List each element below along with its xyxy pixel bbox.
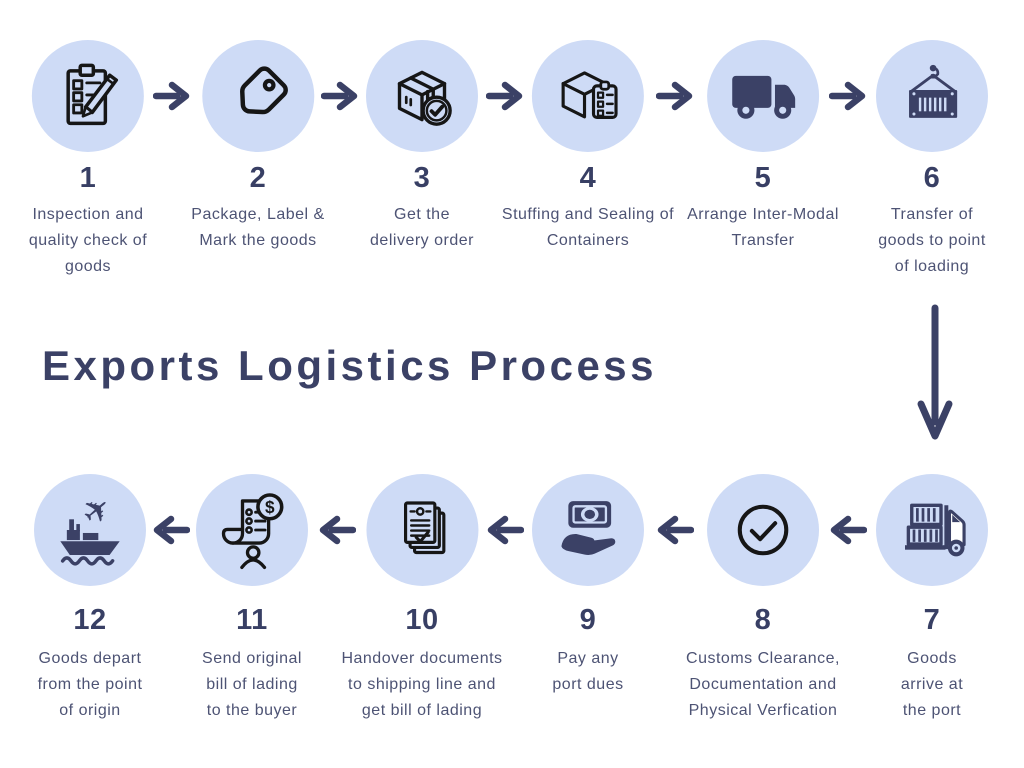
- bill-of-lading-icon: $: [221, 493, 284, 570]
- step-number: 9: [579, 604, 597, 636]
- svg-text:✈: ✈: [73, 492, 119, 534]
- step-12-circle: ✈: [34, 474, 146, 586]
- step-label: Goods depart from the point of origin: [37, 650, 143, 719]
- step-4-circle: [532, 40, 644, 152]
- step-number: 6: [923, 162, 941, 194]
- svg-text:$: $: [265, 497, 275, 517]
- step-label: Transfer of goods to point of loading: [878, 206, 986, 275]
- step-label: Stuffing and Sealing of Containers: [501, 206, 675, 249]
- step-label: Get the delivery order: [370, 206, 474, 249]
- check-circle-icon: [737, 504, 789, 556]
- step-number: 3: [413, 162, 431, 194]
- step-8: 8 Customs Clearance, Documentation and P…: [686, 474, 840, 724]
- step-1: 1 Inspection and quality check of goods: [29, 40, 147, 280]
- step-10-circle: [366, 474, 478, 586]
- step-label: Send original bill of lading to the buye…: [202, 650, 302, 719]
- step-2-circle: [201, 40, 314, 152]
- arrow-right-icon: [153, 81, 191, 111]
- step-6-circle: [876, 40, 988, 152]
- step-5-circle: [706, 40, 819, 152]
- step-label: Goods arrive at the port: [900, 650, 964, 719]
- step-3-circle: [366, 40, 478, 152]
- step-11-circle: $: [196, 474, 308, 586]
- box-clipboard-icon: [561, 71, 618, 119]
- documents-stack-icon: [403, 501, 445, 555]
- step-3: 3 Get the delivery order: [366, 40, 478, 254]
- step-8-circle: [706, 474, 819, 586]
- arrow-right-icon: [656, 81, 694, 111]
- step-number: 5: [754, 162, 772, 194]
- page-title: Exports Logistics Process: [42, 342, 658, 389]
- step-number: 2: [249, 162, 267, 194]
- step-number: 10: [405, 604, 439, 636]
- step-1-circle: [32, 40, 144, 152]
- step-9-circle: [532, 474, 644, 586]
- clipboard-checklist-icon: [66, 63, 119, 126]
- step-6: 6 Transfer of goods to point of loading: [876, 40, 988, 280]
- step-label: Customs Clearance, Documentation and Phy…: [686, 650, 840, 719]
- box-check-icon: [397, 70, 452, 126]
- arrow-left-icon: [656, 515, 694, 545]
- step-number: 7: [923, 604, 941, 636]
- step-9: 9 Pay any port dues: [532, 474, 644, 698]
- arrow-left-icon: [486, 515, 524, 545]
- container-truck-icon: [905, 503, 966, 557]
- step-label: Pay any port dues: [552, 650, 624, 693]
- arrow-right-icon: [829, 81, 867, 111]
- step-number: 1: [79, 162, 97, 194]
- step-number: 11: [236, 604, 268, 636]
- step-12: ✈ 12 Goods depart from the point of orig…: [34, 474, 146, 724]
- step-7-circle: [876, 474, 988, 586]
- arrow-left-icon: [152, 515, 190, 545]
- money-hand-icon: [561, 501, 616, 555]
- crane-container-icon: [909, 64, 958, 118]
- step-label: Arrange Inter-Modal Transfer: [687, 206, 839, 249]
- arrow-right-icon: [486, 81, 524, 111]
- step-label: Package, Label & Mark the goods: [191, 206, 325, 249]
- truck-icon: [732, 75, 796, 119]
- step-7: 7 Goods arrive at the port: [876, 474, 988, 724]
- cargo-ship-plane-icon: ✈: [60, 492, 120, 566]
- arrow-left-icon: [829, 515, 867, 545]
- step-label: Handover documents to shipping line and …: [341, 650, 503, 719]
- arrow-left-icon: [318, 515, 356, 545]
- step-2: 2 Package, Label & Mark the goods: [191, 40, 324, 254]
- step-label: Inspection and quality check of goods: [28, 206, 148, 275]
- step-number: 4: [579, 162, 597, 194]
- step-11: $ 11 Send original bill of lading to the…: [196, 474, 308, 724]
- arrow-down-icon: [915, 304, 955, 446]
- step-number: 8: [754, 604, 772, 636]
- step-10: 10 Handover documents to shipping line a…: [341, 474, 502, 724]
- step-5: 5 Arrange Inter-Modal Transfer: [687, 40, 839, 254]
- step-4: 4 Stuffing and Sealing of Containers: [502, 40, 674, 254]
- arrow-right-icon: [321, 81, 359, 111]
- step-number: 12: [73, 604, 107, 636]
- price-tag-icon: [239, 66, 288, 115]
